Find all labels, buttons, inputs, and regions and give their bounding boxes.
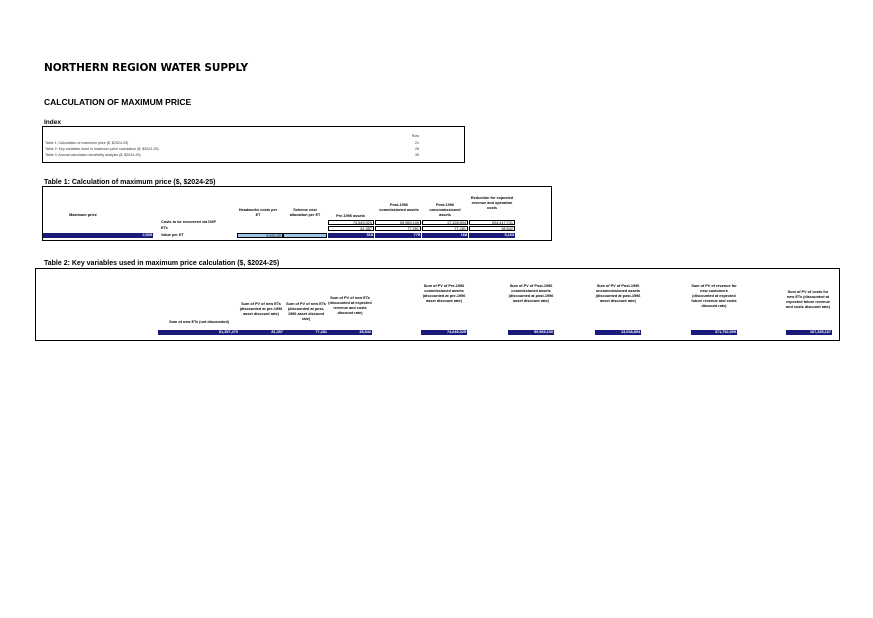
- t1-costs-pre1996[interactable]: 74,649,325: [328, 220, 374, 225]
- page-subtitle: CALCULATION OF MAXIMUM PRICE: [44, 97, 192, 107]
- t2-value-9[interactable]: 167,335,167: [786, 330, 832, 335]
- t1-max-price-value[interactable]: 2,539: [43, 233, 153, 238]
- t1-headworks-value[interactable]: 5,630.00: [237, 233, 283, 238]
- index-page-3: 35: [415, 153, 419, 157]
- index-page-1: 21: [415, 141, 419, 145]
- index-page-header: Row: [411, 134, 419, 138]
- t1-col-pre1996: Pre-1996 assets: [336, 214, 365, 218]
- t2-header-1: Sum of new ETs (not discounted): [169, 320, 229, 324]
- table2-box: Sum of new ETs (not discounted) Sum of P…: [35, 268, 840, 341]
- t2-value-6[interactable]: 59,969,100: [508, 330, 554, 335]
- t2-header-3: Sum of PV of new ETs (discounted at post…: [286, 302, 326, 321]
- t1-col-maxprice: Maximum price: [69, 213, 97, 217]
- t2-value-2[interactable]: 81,357: [239, 330, 284, 335]
- index-item-1[interactable]: Table 1: Calculation of maximum price ($…: [45, 141, 129, 145]
- t1-ets-post-comm[interactable]: 77,281: [375, 226, 421, 231]
- t1-ets-pre1996[interactable]: 81,357: [328, 226, 374, 231]
- table1-box: Maximum price Headworks costs per ET Sch…: [42, 186, 552, 241]
- t2-value-1[interactable]: 81,357,470: [158, 330, 239, 335]
- table2-title: Table 2: Key variables used in maximum p…: [44, 260, 280, 267]
- t2-value-5[interactable]: 74,649,325: [421, 330, 467, 335]
- index-page-2: 26: [415, 147, 419, 151]
- t1-row-ets: ETs: [161, 226, 168, 230]
- table1-title: Table 1: Calculation of maximum price ($…: [44, 179, 216, 186]
- t2-value-8[interactable]: 371,752,909: [691, 330, 737, 335]
- t1-col-headworks: Headworks costs per ET: [238, 208, 278, 217]
- t1-row-value: Value per ET: [161, 233, 184, 237]
- t1-ets-reduction[interactable]: 38,542: [469, 226, 515, 231]
- t1-costs-post-uncomm[interactable]: 17,128,894: [422, 220, 468, 225]
- t2-header-6: Sum of PV of Post-1996 commissioned asse…: [508, 284, 554, 303]
- index-item-3[interactable]: Table 3: Annual calculation sensitivity …: [45, 153, 141, 157]
- t2-header-7: Sum of PV of Post-1996 uncommissioned as…: [595, 284, 641, 303]
- index-item-2[interactable]: Table 2: Key variables used in maximum p…: [45, 147, 159, 151]
- t1-costs-post-comm[interactable]: 59,969,100: [375, 220, 421, 225]
- t2-value-4[interactable]: 38,542: [328, 330, 372, 335]
- t1-value-reduction[interactable]: 5,163: [469, 233, 515, 238]
- t1-costs-reduction[interactable]: 204,417,741: [469, 220, 515, 225]
- t1-value-post-comm[interactable]: 775: [375, 233, 421, 238]
- index-heading: Index: [44, 119, 61, 126]
- page-title: NORTHERN REGION WATER SUPPLY: [44, 62, 248, 74]
- t1-col-scheme: Scheme cost allocation per ET: [289, 208, 321, 217]
- t2-value-3[interactable]: 77,281: [284, 330, 328, 335]
- t1-ets-post-uncomm[interactable]: 77,281: [422, 226, 468, 231]
- t2-value-7[interactable]: 13,028,894: [595, 330, 641, 335]
- t2-header-9: Sum of PV of costs for new ETs (discount…: [786, 290, 830, 309]
- t2-header-8: Sum of PV of revenue for new customers (…: [691, 284, 737, 308]
- t1-row-costs: Costs to be recovered via DSP: [161, 220, 217, 224]
- t2-header-5: Sum of PV of Pre-1996 commissioned asset…: [422, 284, 466, 303]
- t1-scheme-value[interactable]: [283, 233, 327, 238]
- t1-col-post-comm: Post-1996 commissioned assets: [379, 203, 419, 212]
- t1-value-post-uncomm[interactable]: 168: [422, 233, 468, 238]
- t2-header-4: Sum of PV of new ETs (discounted at expe…: [328, 296, 372, 315]
- index-box: Row Table 1: Calculation of maximum pric…: [42, 126, 465, 163]
- t1-col-reduction: Reduction for expected revenue and opera…: [470, 196, 514, 210]
- t2-header-2: Sum of PV of new ETs (discounted at pre-…: [239, 302, 283, 316]
- t1-col-post-uncomm: Post-1996 uncommissioned assets: [429, 203, 461, 217]
- t1-value-pre1996[interactable]: 918: [328, 233, 374, 238]
